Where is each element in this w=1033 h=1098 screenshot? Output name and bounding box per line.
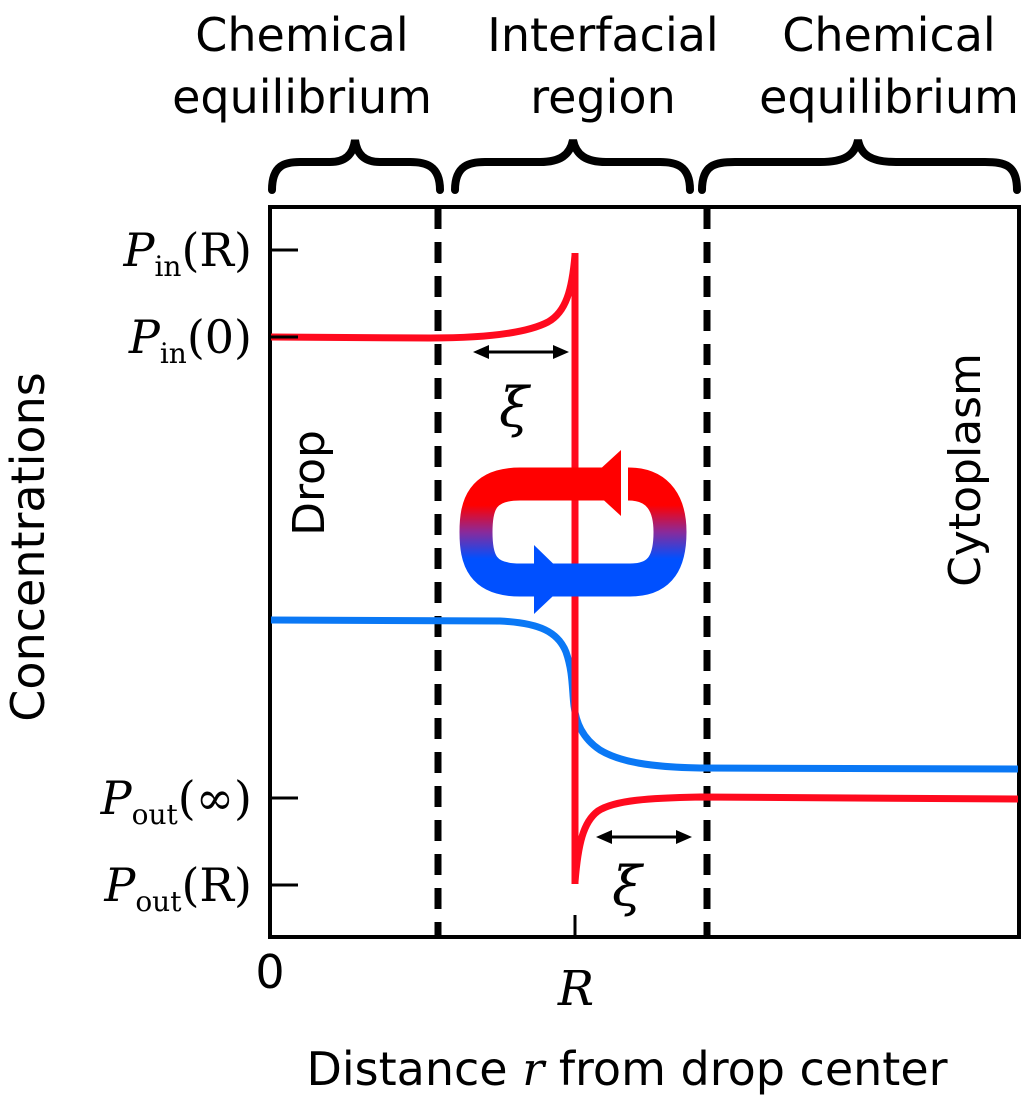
left-region-label-line1: Chemical — [195, 8, 408, 62]
brace-left-equilibrium — [268, 139, 444, 194]
cytoplasm-region-label: Cytoplasm — [940, 353, 991, 587]
y-tick-label-pin-R: Pin(R) — [123, 223, 252, 283]
drop-region-label: Drop — [284, 430, 335, 536]
reaction-cycle-loop — [459, 467, 687, 597]
xi-lower-double-arrow — [596, 830, 692, 844]
red-curve-inside-drop — [270, 254, 579, 342]
x-tick-label-zero: 0 — [255, 945, 284, 999]
right-region-label-line1: Chemical — [782, 8, 995, 62]
y-axis-label: Concentrations — [1, 372, 55, 721]
y-tick-label-pout-R: Pout(R) — [103, 858, 252, 918]
blue-concentration-curve — [270, 616, 1019, 773]
cycle-arrowhead-red — [585, 450, 621, 516]
cycle-arrowhead-blue — [534, 545, 570, 614]
y-tick-label-pin-0: Pin(0) — [128, 310, 252, 370]
middle-region-label-line2: region — [530, 70, 675, 124]
xi-upper-double-arrow — [473, 345, 569, 359]
left-region-label-line2: equilibrium — [172, 70, 432, 124]
red-curve-outside-drop — [571, 793, 1019, 883]
brace-right-equilibrium — [698, 138, 1021, 194]
brace-interfacial-region — [451, 138, 694, 194]
x-tick-label-R: R — [557, 961, 594, 1017]
xi-lower-label: ξ — [612, 855, 644, 918]
x-axis-label: Distance r from drop center — [306, 1042, 947, 1096]
y-tick-label-pout-inf: Pout(∞) — [100, 771, 252, 831]
right-region-label-line2: equilibrium — [759, 70, 1019, 124]
xi-upper-label: ξ — [499, 376, 531, 439]
plot-frame — [268, 205, 1021, 939]
middle-region-label-line1: Interfacial — [487, 8, 718, 62]
